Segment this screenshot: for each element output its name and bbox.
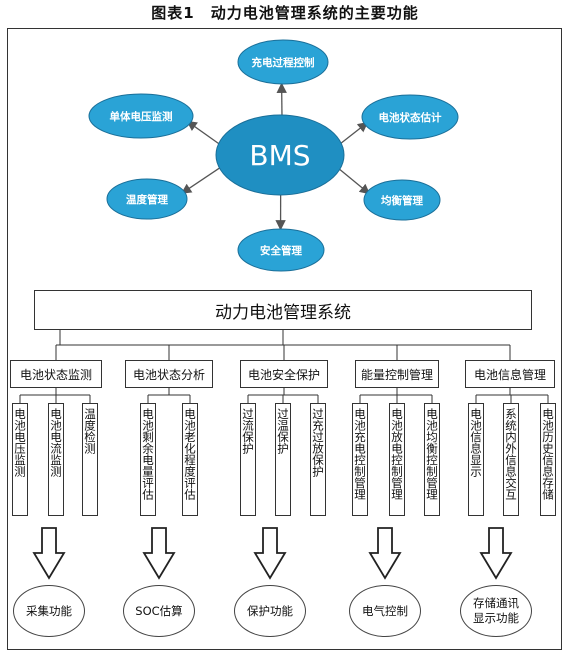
bms-satellite-bubble: 温度管理 <box>106 178 188 220</box>
function-item-label: 电池老化程度评估 <box>183 408 197 500</box>
category-box: 电池状态监测 <box>10 360 102 388</box>
category-box: 电池状态分析 <box>125 360 213 388</box>
bms-satellite-bubble-label: 电池状态估计 <box>379 111 442 124</box>
function-item: 电池历史信息存储 <box>540 403 556 516</box>
function-item-label: 电池电压监测 <box>13 408 27 477</box>
result-label: 存储通讯显示功能 <box>473 596 519 625</box>
main-system-box: 动力电池管理系统 <box>34 290 532 330</box>
result-label: SOC估算 <box>135 603 183 618</box>
function-item-label: 温度检测 <box>83 408 97 454</box>
down-arrow <box>368 527 402 580</box>
bms-arrow <box>180 166 222 194</box>
bms-satellite-bubble: 安全管理 <box>237 228 325 272</box>
function-item: 过充过放保护 <box>310 403 326 516</box>
bms-center-bubble-label: BMS <box>249 139 310 172</box>
function-item-label: 过流保护 <box>241 408 255 454</box>
bms-center-bubble: BMS <box>215 114 345 196</box>
function-item-label: 系统内外信息交互 <box>504 408 518 500</box>
category-box: 能量控制管理 <box>355 360 439 388</box>
function-item-label: 电池信息显示 <box>469 408 483 477</box>
figure-title: 图表1 动力电池管理系统的主要功能 <box>151 4 419 22</box>
function-item: 电池放电控制管理 <box>389 403 405 516</box>
result-label: 电气控制 <box>362 603 408 618</box>
result-ellipse: 保护功能 <box>234 585 306 637</box>
bms-satellite-bubble-label: 单体电压监测 <box>110 110 173 123</box>
bms-arrow <box>339 121 369 145</box>
function-item: 过流保护 <box>240 403 256 516</box>
function-item: 温度检测 <box>82 403 98 516</box>
result-label: 采集功能 <box>26 603 72 618</box>
figure-frame <box>7 28 562 650</box>
result-ellipse: 电气控制 <box>349 585 421 637</box>
bms-satellite-bubble-label: 安全管理 <box>260 244 302 257</box>
function-item: 电池电压监测 <box>12 403 28 516</box>
function-item: 电池老化程度评估 <box>182 403 198 516</box>
function-item-label: 过充过放保护 <box>311 408 325 477</box>
result-ellipse: SOC估算 <box>123 585 195 637</box>
category-box: 电池安全保护 <box>240 360 328 388</box>
function-item-label: 电池均衡控制管理 <box>425 408 439 500</box>
function-item-label: 电池历史信息存储 <box>541 408 555 500</box>
function-item-label: 电池电流监测 <box>49 408 63 477</box>
bms-satellite-bubble: 单体电压监测 <box>88 93 194 139</box>
category-box: 电池信息管理 <box>465 360 555 388</box>
function-item: 电池充电控制管理 <box>352 403 368 516</box>
bms-satellite-bubble: 均衡管理 <box>363 179 441 221</box>
down-arrow <box>479 527 513 580</box>
down-arrow <box>253 527 287 580</box>
bms-arrow <box>337 167 371 195</box>
bms-satellite-bubble-label: 充电过程控制 <box>252 56 315 69</box>
result-ellipse: 存储通讯显示功能 <box>460 585 532 637</box>
down-arrow <box>142 527 176 580</box>
function-item-label: 电池放电控制管理 <box>390 408 404 500</box>
bms-arrow <box>186 120 221 146</box>
function-item: 电池均衡控制管理 <box>424 403 440 516</box>
function-item: 过温保护 <box>275 403 291 516</box>
bms-satellite-bubble: 充电过程控制 <box>237 39 329 85</box>
function-item: 电池信息显示 <box>468 403 484 516</box>
function-item: 电池电流监测 <box>48 403 64 516</box>
bms-satellite-bubble: 电池状态估计 <box>361 94 459 140</box>
down-arrow <box>32 527 66 580</box>
function-item-label: 电池充电控制管理 <box>353 408 367 500</box>
bms-satellite-bubble-label: 均衡管理 <box>381 194 423 207</box>
function-item-label: 电池剩余电量评估 <box>141 408 155 500</box>
result-ellipse: 采集功能 <box>13 585 85 637</box>
result-label: 保护功能 <box>247 603 293 618</box>
function-item: 电池剩余电量评估 <box>140 403 156 516</box>
function-item-label: 过温保护 <box>276 408 290 454</box>
function-item: 系统内外信息交互 <box>503 403 519 516</box>
bms-satellite-bubble-label: 温度管理 <box>126 193 168 206</box>
